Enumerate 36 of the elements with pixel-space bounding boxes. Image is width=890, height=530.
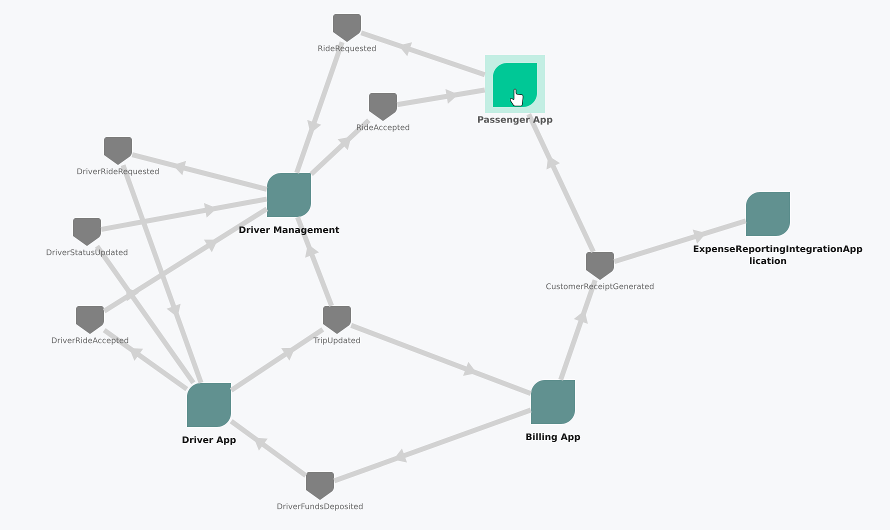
app-label: Passenger App xyxy=(478,116,552,125)
arrow xyxy=(350,323,532,396)
app-icon xyxy=(267,173,311,217)
event-icon xyxy=(73,218,101,246)
app-label: Driver App xyxy=(182,436,236,445)
arrow xyxy=(295,216,334,307)
arrow xyxy=(132,152,268,192)
app-icon xyxy=(187,383,231,427)
app-icon xyxy=(531,380,575,424)
arrow xyxy=(558,279,598,381)
event-icon xyxy=(104,137,132,165)
arrow xyxy=(102,328,188,392)
event-icon xyxy=(586,252,614,280)
arrow xyxy=(613,218,747,264)
app-icon xyxy=(485,55,545,113)
app-icon xyxy=(746,192,790,236)
arrow xyxy=(526,113,596,253)
app-label: Driver Management xyxy=(239,226,340,235)
event-icon xyxy=(369,93,397,121)
event-icon xyxy=(333,14,361,42)
arrow xyxy=(396,88,486,108)
event-icon xyxy=(306,472,334,500)
app-label: Billing App xyxy=(526,433,580,442)
arrow xyxy=(294,41,344,174)
event-icon xyxy=(323,306,351,334)
arrow xyxy=(333,408,532,484)
arrow xyxy=(94,244,196,384)
arrow xyxy=(100,196,268,232)
event-icon xyxy=(76,306,104,334)
arrow xyxy=(230,327,324,392)
arrow xyxy=(310,118,371,176)
arrow xyxy=(230,419,308,478)
arrow xyxy=(102,206,268,314)
arrow xyxy=(360,30,486,78)
app-label: ExpenseReportingIntegrationApp lication xyxy=(694,245,862,264)
arrow xyxy=(120,164,204,384)
